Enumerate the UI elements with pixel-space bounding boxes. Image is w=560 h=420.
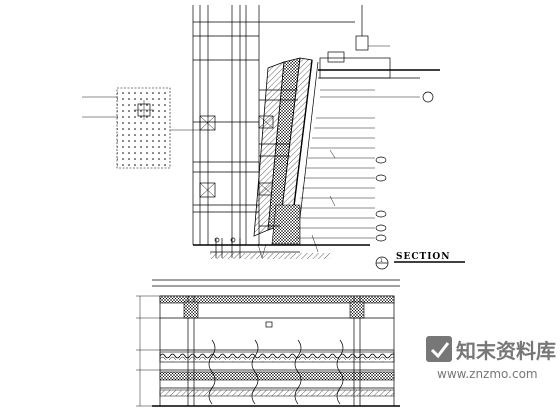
structure-lines (192, 5, 370, 246)
svg-text:1: 1 (380, 258, 383, 263)
watermark-logo-icon (426, 336, 452, 362)
section-title-block: 1 SECTION (375, 252, 465, 270)
foundation (210, 234, 330, 259)
watermark-text: 知末资料库 (456, 339, 556, 363)
section-title: SECTION (396, 252, 451, 262)
section-view (192, 5, 440, 259)
watermark-url: www.znzmo.com (437, 367, 538, 381)
callout-bubbles (375, 91, 434, 242)
left-detail (82, 87, 200, 169)
leader-lines (296, 45, 420, 239)
slanted-facade (253, 57, 319, 245)
elevation-view (136, 279, 400, 407)
roof-equipment (318, 5, 440, 79)
watermark: 知末资料库 www.znzmo.com (426, 336, 556, 381)
